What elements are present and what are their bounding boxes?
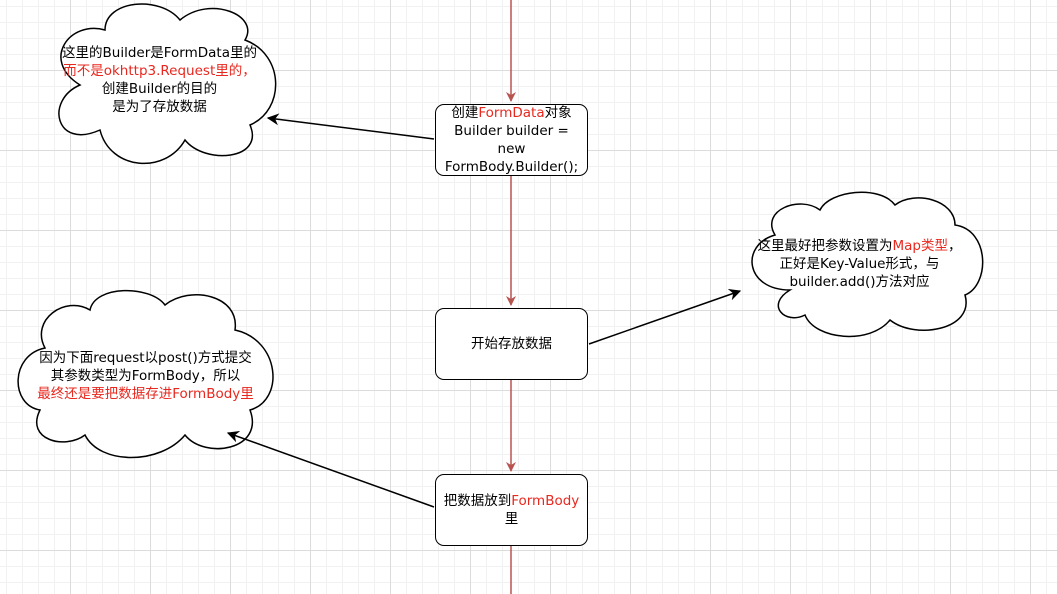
note-builder-line3: 创建Builder的目的 [101,81,218,97]
note-post: 因为下面request以post()方式提交 其参数类型为FormBody，所以… [18,349,273,403]
note-map-line1-prefix: 这里最好把参数设置为 [757,238,893,254]
node-create-formdata-line1-highlight: FormData [478,105,545,121]
cloud-shape-map-note [751,191,984,338]
cloud-shape-builder-note [58,3,277,165]
note-builder: 这里的Builder是FormData里的 而不是okhttp3.Request… [52,44,267,116]
note-builder-line2: 而不是okhttp3.Request里的， [63,63,256,79]
node-put-formbody-highlight: FormBody [511,493,580,509]
annotation-arrow-map [588,288,742,345]
note-builder-line1: 这里的Builder是FormData里的 [62,45,257,61]
node-start-store[interactable]: 开始存放数据 [435,308,588,380]
node-start-store-label: 开始存放数据 [471,336,552,352]
annotation-arrow-post [226,431,435,508]
node-put-formbody[interactable]: 把数据放到FormBody 里 [435,474,588,546]
annotation-arrow-builder [266,113,435,140]
node-create-formdata-line1-suffix: 对象 [544,105,572,121]
note-map-line1-suffix: ， [948,238,962,254]
note-map-line1-highlight: Map类型 [892,238,949,254]
node-put-formbody-suffix: 里 [504,511,519,527]
node-create-formdata-text: 创建FormData对象 Builder builder = new FormB… [440,104,583,176]
node-create-formdata-line3: FormBody.Builder(); [444,159,579,175]
note-builder-line4: 是为了存放数据 [112,99,207,115]
node-create-formdata-line2: Builder builder = new [454,123,569,157]
node-put-formbody-prefix: 把数据放到 [443,493,512,509]
cloud-shape-post-note [17,289,274,459]
note-map-line2: 正好是Key-Value形式，与 [779,256,940,272]
node-create-formdata[interactable]: 创建FormData对象 Builder builder = new FormB… [435,104,588,176]
note-map: 这里最好把参数设置为Map类型， 正好是Key-Value形式，与 builde… [742,237,977,291]
note-map-line3: builder.add()方法对应 [789,274,930,290]
node-create-formdata-line1-prefix: 创建 [451,105,479,121]
note-post-line1: 因为下面request以post()方式提交 [39,350,252,366]
note-post-line2: 其参数类型为FormBody，所以 [50,368,241,384]
node-put-formbody-text: 把数据放到FormBody 里 [444,492,580,528]
note-post-line3: 最终还是要把数据存进FormBody里 [37,386,254,402]
